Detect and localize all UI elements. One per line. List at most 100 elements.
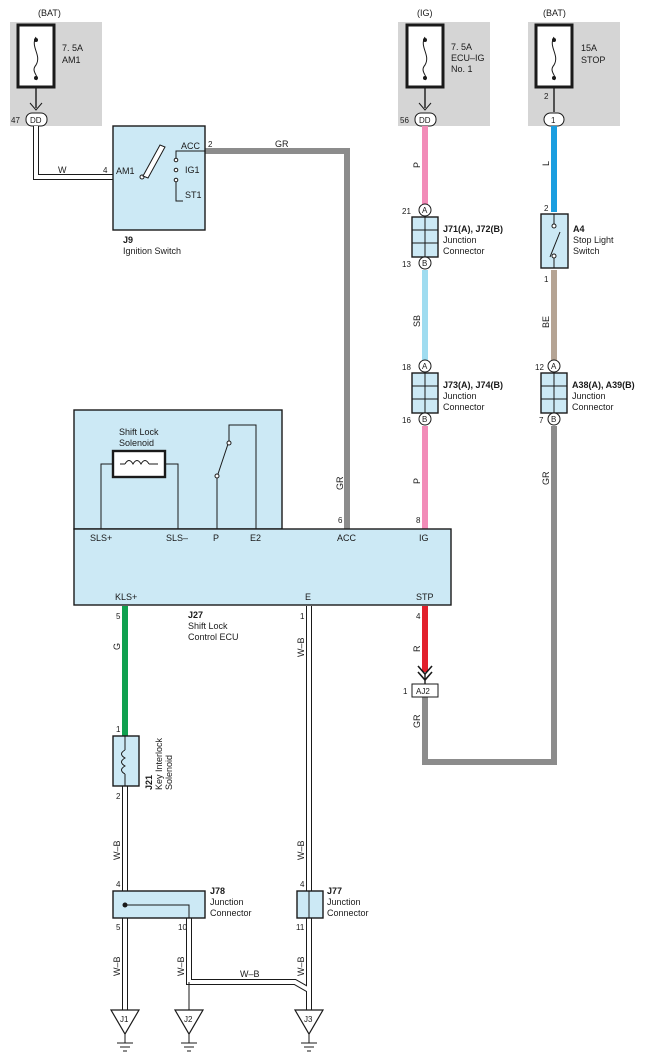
j78-pin-bl: 5 [116,923,121,932]
j71-name1: Junction [443,235,477,245]
wire-wb: W–B W–B W–B W–B W–B W–B W–B [112,606,312,1010]
connector-aj2: AJ2 1 [403,665,439,698]
ecu-terminal-acc: ACC [337,533,357,543]
ground-j3: J3 [293,1009,325,1052]
a38-name2: Connector [572,402,614,412]
fuse-ecu-ig-name2: No. 1 [451,64,473,74]
fuse-ecu-ig-pin: 56 [400,116,409,125]
key-interlock-solenoid: 1 2 J21 Key Interlock Solenoid [112,725,174,801]
fuse-stop-source: (BAT) [543,8,566,18]
ignition-switch: ACC IG1 ST1 AM1 2 4 J9 Ignition Switch [103,125,213,256]
ground-j2: J2 [173,1009,205,1052]
junction-j78: 4 5 10 J78 Junction Connector [112,880,252,932]
wire-label-wb4: W–B [112,956,122,976]
shift-lock-ecu: Shift Lock Solenoid SLS+ SLS– P E2 ACC I… [73,409,452,642]
j21-pin-bottom: 2 [116,792,121,801]
aj2-id: AJ2 [416,687,430,696]
fuse-am1-name: AM1 [62,55,81,65]
stop-light-switch: 2 1 A4 Stop Light Switch [540,204,614,284]
ignition-switch-name: Ignition Switch [123,246,181,256]
ecu-name1: Shift Lock [188,621,228,631]
j71-pin-top: 21 [402,207,411,216]
ground-j1-label: J1 [120,1015,129,1024]
ecu-terminal-ig: IG [419,533,429,543]
fuse-am1-source: (BAT) [38,8,61,18]
wire-label-p1: P [412,162,422,168]
ecu-terminal-sls-plus: SLS+ [90,533,112,543]
ignition-terminal-am1: AM1 [116,166,135,176]
fuse-stop-pin: 2 [544,92,549,101]
wire-label-l: L [541,161,551,166]
wire-r: R [412,606,428,672]
ecu-pin-stp: 4 [416,612,421,621]
aj2-pin: 1 [403,687,408,696]
wire-label-be: BE [541,316,551,328]
fuse-am1: (BAT) 7. 5A AM1 47 DD [10,8,102,127]
fuse-am1-rating: 7. 5A [62,43,83,53]
a4-name1: Stop Light [573,235,614,245]
fuse-ecu-ig-rating: 7. 5A [451,42,472,52]
fuse-ecu-ig-source: (IG) [417,8,433,18]
junction-j71: 21 A B 13 J71(A), J72(B) Junction Connec… [402,203,503,270]
ecu-pin-e: 1 [300,612,305,621]
fuse-stop: (BAT) 15A STOP 2 1 [528,8,620,127]
wire-label-r: R [412,645,422,652]
a38-pin-bottom: 7 [539,416,544,425]
ground-j2-label: J2 [184,1015,193,1024]
fuse-am1-pin: 47 [11,116,20,125]
fuse-stop-name: STOP [581,55,605,65]
a4-pin-top: 2 [544,204,549,213]
wire-stop-line: L BE GR GR [412,126,557,765]
ecu-terminal-stp: STP [416,592,434,602]
j71-id: J71(A), J72(B) [443,224,503,234]
wire-ig-line: P SB P [412,126,428,529]
j73-tag-a: A [422,362,428,371]
j73-pin-bottom: 16 [402,416,411,425]
j78-name1: Junction [210,897,244,907]
j77-pin-bottom: 11 [296,923,305,932]
a38-tag-a: A [551,362,557,371]
j21-name2: Solenoid [164,755,174,790]
ecu-name2: Control ECU [188,632,239,642]
j73-tag-b: B [422,415,427,424]
wire-label-wb2: W–B [296,637,306,657]
j21-id: J21 [144,775,154,790]
a38-pin-top: 12 [535,363,544,372]
wire-g: G [112,606,128,736]
j21-pin-top: 1 [116,725,121,734]
wire-w: W [33,126,113,180]
svg-text:DD: DD [419,116,431,125]
wire-label-w: W [58,165,67,175]
a4-id: A4 [573,224,585,234]
j71-name2: Connector [443,246,485,256]
j78-id: J78 [210,886,225,896]
j73-id: J73(A), J74(B) [443,380,503,390]
ecu-terminal-p: P [213,533,219,543]
wire-label-gr-top: GR [275,139,289,149]
svg-text:DD: DD [30,116,42,125]
wire-label-p2: P [412,478,422,484]
ignition-terminal-ig1: IG1 [185,165,200,175]
ignition-pin-acc: 2 [208,140,213,149]
wire-label-wb6: W–B [240,969,260,979]
fuse-am1-body [16,23,56,89]
wire-label-wb1: W–B [112,840,122,860]
j21-name1: Key Interlock [154,737,164,790]
j78-pin-br: 10 [178,923,187,932]
ecu-terminal-kls: KLS+ [115,592,137,602]
wire-label-wb7: W–B [296,956,306,976]
j78-pin-top: 4 [116,880,121,889]
j78-name2: Connector [210,908,252,918]
j77-name1: Junction [327,897,361,907]
junction-j77: 4 11 J77 Junction Connector [296,880,369,932]
fuse-ecu-ig-name: ECU–IG [451,53,485,63]
svg-text:1: 1 [551,116,556,125]
j71-tag-a: A [422,206,428,215]
ecu-id: J27 [188,610,203,620]
ignition-terminal-acc: ACC [181,141,201,151]
j77-id: J77 [327,886,342,896]
j73-name2: Connector [443,402,485,412]
ignition-switch-id: J9 [123,235,133,245]
wire-label-gr-right: GR [541,471,551,485]
